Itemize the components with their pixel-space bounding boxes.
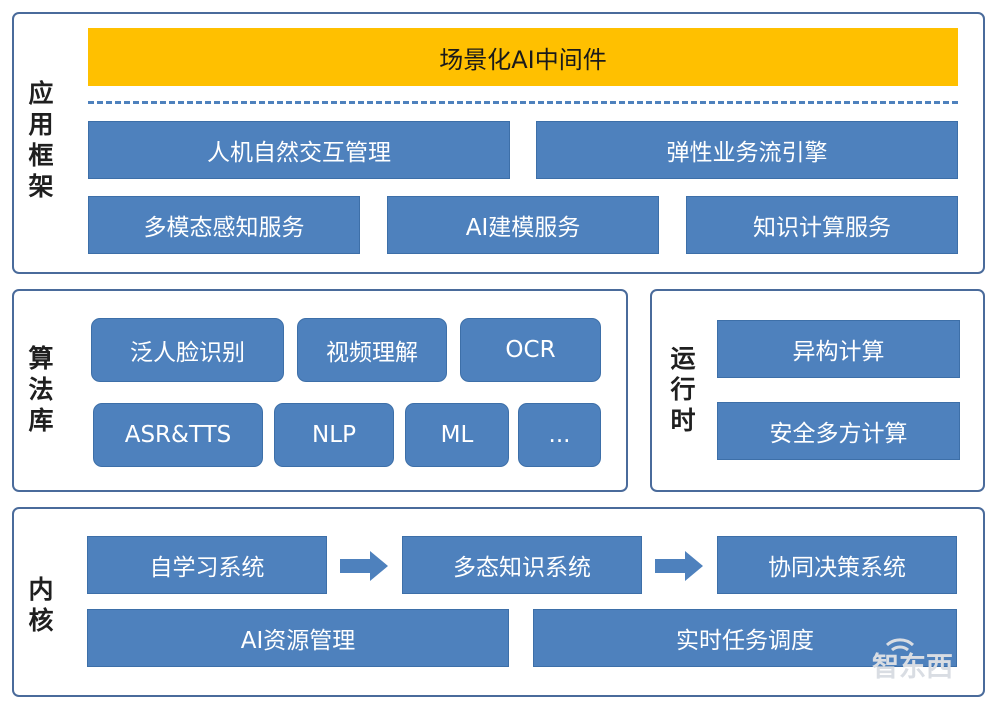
more-box: ... <box>518 403 601 467</box>
nlp-box: NLP <box>274 403 394 467</box>
ml-box: ML <box>405 403 509 467</box>
multimodal-service-box: 多模态感知服务 <box>88 196 360 254</box>
workflow-engine-box: 弹性业务流引擎 <box>536 121 958 179</box>
collaborative-decision-system-box: 协同决策系统 <box>717 536 957 594</box>
heterogeneous-computing-box: 异构计算 <box>717 320 960 378</box>
algorithm-library-label: 算 法 库 <box>28 344 54 435</box>
dashed-divider <box>88 101 958 104</box>
realtime-task-scheduling-box: 实时任务调度 <box>533 609 957 667</box>
runtime-label: 运 行 时 <box>670 344 696 435</box>
video-understanding-box: 视频理解 <box>297 318 447 382</box>
ai-modeling-service-box: AI建模服务 <box>387 196 659 254</box>
watermark-text: 智东西 <box>872 651 953 683</box>
ocr-box: OCR <box>460 318 601 382</box>
hci-management-box: 人机自然交互管理 <box>88 121 510 179</box>
self-learning-system-box: 自学习系统 <box>87 536 327 594</box>
face-recognition-box: 泛人脸识别 <box>91 318 284 382</box>
middleware-box: 场景化AI中间件 <box>88 28 958 86</box>
watermark-logo: 智东西 <box>872 638 953 683</box>
secure-mpc-box: 安全多方计算 <box>717 402 960 460</box>
ai-resource-management-box: AI资源管理 <box>87 609 509 667</box>
knowledge-computing-box: 知识计算服务 <box>686 196 958 254</box>
kernel-label: 内 核 <box>28 575 54 635</box>
polymorphic-knowledge-system-box: 多态知识系统 <box>402 536 642 594</box>
app-framework-label: 应 用 框 架 <box>28 79 54 201</box>
asr-tts-box: ASR&TTS <box>93 403 263 467</box>
flow-arrow-2-icon <box>655 551 703 581</box>
flow-arrow-1-icon <box>340 551 388 581</box>
